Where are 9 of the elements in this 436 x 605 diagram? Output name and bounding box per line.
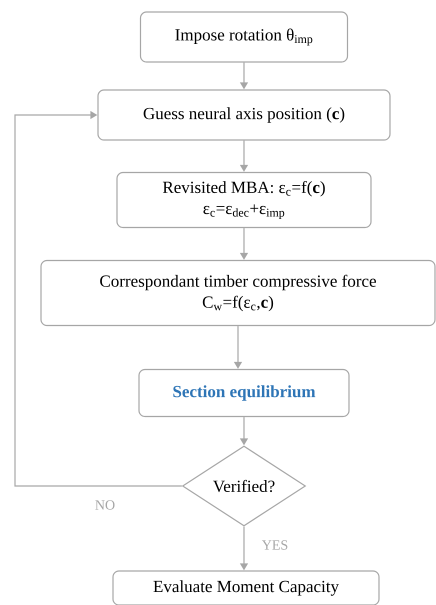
edge-label: YES xyxy=(260,539,290,551)
edge-label: NO xyxy=(94,499,116,511)
process-box: Revisited MBA: ε$_{c}$=f(c) ε$_{c}$=ε$_{dec}$+ε$_{imp}$ xyxy=(116,172,372,228)
process-box: Section equilibrium xyxy=(138,368,350,418)
arrow xyxy=(14,110,182,487)
process-box: Evaluate Moment Capacity xyxy=(112,570,380,605)
process-box: Correspondant timber compressive force C$_{w}$=f(ε$_{c}$,c) xyxy=(40,260,436,326)
process-box: Guess neural axis position (c) xyxy=(97,89,391,141)
process-box: Impose rotation θ$_{imp}$ xyxy=(140,11,348,63)
